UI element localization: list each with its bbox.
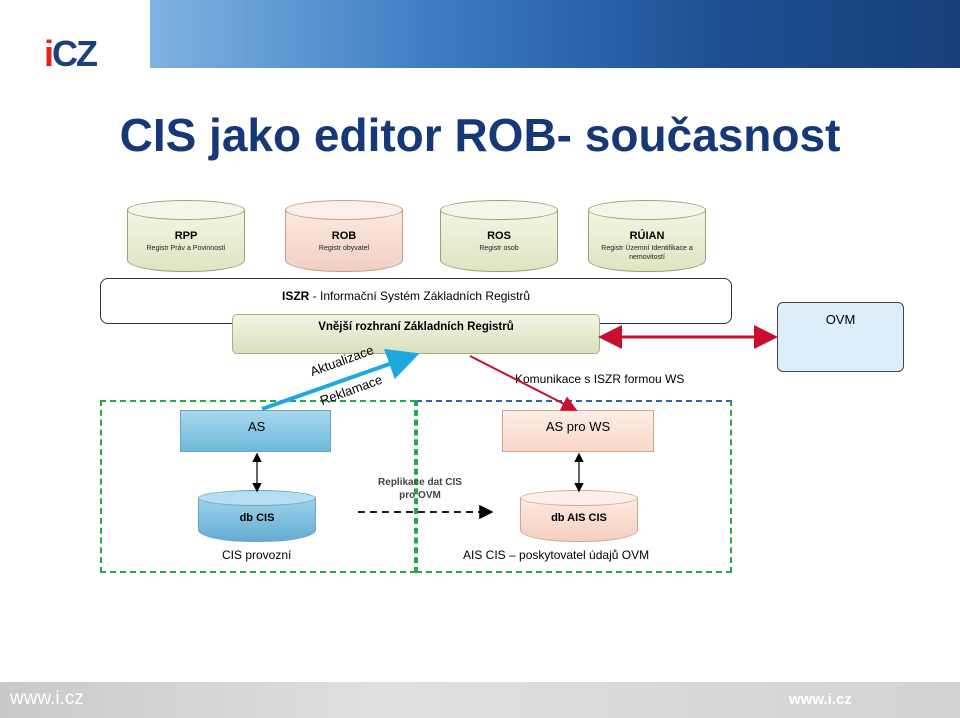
iszr-label: ISZR - Informační Systém Základních Regi…: [282, 289, 530, 303]
ovm-label: OVM: [825, 312, 856, 327]
ais-cis-caption: AIS CIS – poskytovatel údajů OVM: [463, 548, 650, 562]
registry-desc: Registr osob: [479, 245, 519, 252]
cis-provozni-group: [100, 400, 416, 573]
footer-url-right[interactable]: www.i.cz: [789, 691, 852, 708]
page-title: CIS jako editor ROB- současnost: [119, 109, 841, 161]
header-band: [150, 0, 960, 68]
logo-i: i: [44, 33, 54, 74]
registry-desc: Registr Práv a Povinností: [146, 245, 226, 252]
iszr-text: - Informační Systém Základních Registrů: [309, 289, 531, 303]
db-cis: db CIS: [198, 490, 316, 546]
footer-band: [0, 682, 960, 718]
registry-rob: ROB Registr obyvatel: [285, 200, 403, 280]
footer-url-left[interactable]: www.i.cz: [10, 688, 84, 709]
cis-provozni-caption: CIS provozní: [222, 548, 292, 562]
as-label: AS: [248, 419, 266, 434]
as-pro-ws-label: AS pro WS: [545, 419, 611, 434]
db-ais-cis: db AIS CIS: [520, 490, 638, 546]
registry-desc: Registr Územní Identifikace a nemovitost…: [601, 245, 693, 261]
db-cis-label: db CIS: [239, 512, 275, 524]
registry-ros: ROS Registr osob: [440, 200, 558, 280]
db-ais-cis-label: db AIS CIS: [551, 512, 607, 524]
registry-name: RPP: [174, 230, 198, 242]
as-box: [180, 410, 331, 452]
ovm-box: [777, 302, 904, 372]
registry-desc: Registr obyvatel: [318, 245, 370, 252]
as-pro-ws-box: [502, 410, 654, 452]
registry-name: RÚIAN: [629, 230, 665, 242]
vnejsi-rozhrani-box: [232, 314, 600, 354]
registry-name: ROS: [487, 230, 511, 242]
replikace-line2: pro OVM: [399, 489, 441, 501]
registry-rpp: RPP Registr Práv a Povinností: [127, 200, 245, 280]
registry-name: ROB: [331, 230, 357, 242]
iszr-abbr: ISZR: [282, 289, 310, 303]
icz-logo: i CZ: [44, 33, 98, 74]
logo-cz: CZ: [52, 33, 98, 74]
vnejsi-rozhrani-label: Vnější rozhraní Základních Registrů: [318, 321, 514, 333]
komunikace-label: Komunikace s ISZR formou WS: [515, 372, 685, 386]
registry-ruian: RÚIAN Registr Územní Identifikace a nemo…: [588, 200, 706, 280]
replikace-label: Replikace dat CIS pro OVM: [370, 477, 470, 502]
replikace-line1: Replikace dat CIS: [378, 477, 462, 488]
